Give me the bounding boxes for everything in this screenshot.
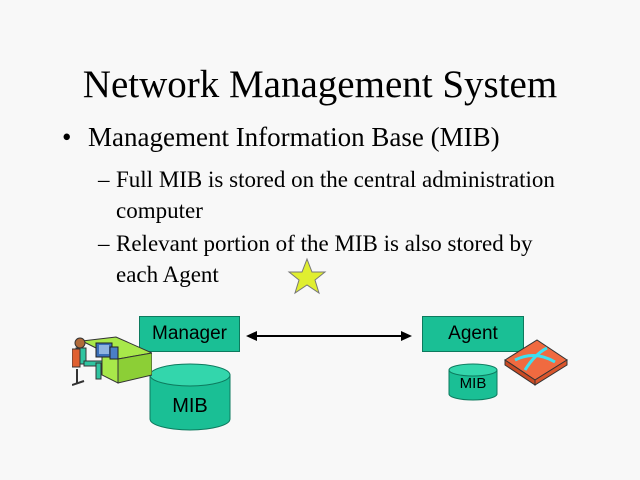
star-icon <box>287 257 327 295</box>
manager-mib-label: MIB <box>172 395 208 417</box>
agent-mib-label: MIB <box>459 375 487 392</box>
main-bullet: • Management Information Base (MIB) <box>62 122 500 153</box>
sub-bullet-2: –Relevant portion of the MIB is also sto… <box>98 228 533 290</box>
slide-title: Network Management System <box>82 63 558 106</box>
dash: – <box>98 167 110 192</box>
bullet-glyph: • <box>62 122 72 152</box>
sub-bullet-text-cont: each Agent <box>116 262 219 287</box>
sub-bullet-text: Full MIB is stored on the central admini… <box>116 167 555 192</box>
agent-box: Agent <box>422 316 524 352</box>
router-icon <box>504 339 568 386</box>
agent-mib-cylinder: MIB <box>448 363 498 401</box>
bullet-text: Management Information Base (MIB) <box>88 122 500 152</box>
manager-mib-cylinder: MIB <box>149 363 231 431</box>
bidirectional-arrow <box>246 331 412 341</box>
sub-bullet-1: –Full MIB is stored on the central admin… <box>98 164 555 226</box>
manager-box: Manager <box>139 316 240 352</box>
sub-bullet-text-cont: computer <box>116 198 203 223</box>
workstation-person-icon <box>72 336 152 386</box>
sub-bullet-text: Relevant portion of the MIB is also stor… <box>116 231 533 256</box>
dash: – <box>98 231 110 256</box>
